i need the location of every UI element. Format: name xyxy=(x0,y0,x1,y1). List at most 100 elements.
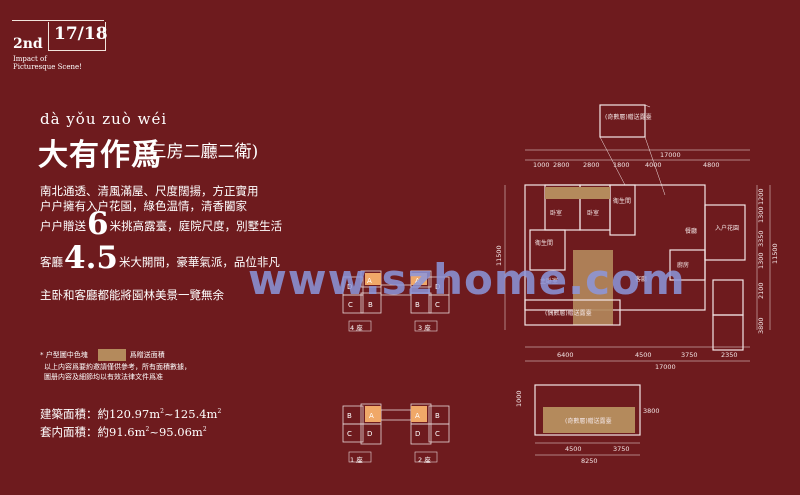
desc-line-4-post: 米大開間，豪華氣派，品位非凡 xyxy=(118,255,280,269)
sup-1: 2 xyxy=(160,408,164,416)
svg-text:B: B xyxy=(368,301,373,309)
lower-balcony xyxy=(534,384,641,436)
desc-line-4-big: 4.5 xyxy=(64,240,118,276)
svg-text:A: A xyxy=(367,277,372,285)
desc-line-4-pre: 客廳 xyxy=(40,255,63,269)
key-plan-label-2: 2 座 xyxy=(418,456,431,464)
svg-text:B: B xyxy=(347,412,352,420)
legend-row: * 户型圖中色塊 爲贈送面積 xyxy=(40,349,165,361)
room-even-balcony: (偶數層)贈送露臺 xyxy=(545,309,592,317)
desc-line-3-big: 6 xyxy=(87,206,109,242)
key-plan-bottom-highlight xyxy=(365,406,381,422)
top-dim-2: 2800 xyxy=(553,161,570,169)
floor-plan: (奇數層)贈送露臺 17000 1000 2800 2800 1800 4000… xyxy=(495,104,779,465)
room-bath-1: 衛生間 xyxy=(613,197,631,205)
key-plan-top: D A C B A D B C xyxy=(342,270,450,332)
desc-line-1: 南北通透、清風滿屋、尺度闊揚，方正實用 xyxy=(40,184,259,198)
watermark: www.szhome.com xyxy=(248,255,686,304)
desc-line-3-post: 米挑高露臺，庭院尺度，別墅生活 xyxy=(109,219,283,233)
right-dim-2: 1300 xyxy=(757,206,765,223)
room-bedroom-1: 卧室 xyxy=(550,209,562,217)
room-bedroom-2: 卧室 xyxy=(587,209,599,217)
sup-4: 2 xyxy=(202,426,207,434)
desc-line-5: 主卧和客廳都能將園林美景一覽無余 xyxy=(40,288,224,302)
key-plan-bottom: B A A B C D D C xyxy=(342,403,450,463)
svg-text:D: D xyxy=(347,283,352,291)
desc-line-3-pre: 户户贈送 xyxy=(40,219,86,233)
top-dim-3: 2800 xyxy=(583,161,600,169)
room-dining: 餐廳 xyxy=(685,227,697,235)
legend-note-1: 以上内容爲要約邀請僅供參考，所有面積數據， xyxy=(44,363,191,371)
left-dim: 11500 xyxy=(495,245,503,266)
right-dim-4: 1300 xyxy=(757,252,765,269)
right-dim-3: 3350 xyxy=(757,230,765,247)
top-balcony xyxy=(599,104,646,138)
bottom-dim-4: 2350 xyxy=(721,351,738,359)
room-label-top-balcony-1: (奇數層)贈送露臺 xyxy=(605,113,652,121)
svg-text:D: D xyxy=(415,430,420,438)
key-plan-label-3: 3 座 xyxy=(418,324,431,332)
desc-line-3: 户户贈送6米挑高露臺，庭院尺度，別墅生活 xyxy=(40,209,283,240)
page-title: 大有作爲 xyxy=(38,138,162,173)
bottom-dim-3: 3750 xyxy=(681,351,698,359)
top-total-dim: 17000 xyxy=(660,151,681,159)
room-master: 主卧室 xyxy=(540,277,558,285)
room-entry-garden: 入户花園 xyxy=(715,224,739,232)
svg-text:B: B xyxy=(415,301,420,309)
header-subtitle-2: Picturesque Scene! xyxy=(13,63,82,71)
right-dim-6: 3800 xyxy=(757,317,765,334)
sup-2: 2 xyxy=(217,408,222,416)
page-number: 17/18 xyxy=(54,24,108,44)
legend-note-2: 圖册内容及細節均以有效法律文件爲准 xyxy=(44,373,163,381)
svg-text:B: B xyxy=(435,412,440,420)
top-dim-4: 1800 xyxy=(613,161,630,169)
room-odd-balcony: (奇數層)贈送露臺 xyxy=(565,417,612,425)
lower-dim-2: 3750 xyxy=(613,445,630,453)
legend-swatch-label: 爲贈送面積 xyxy=(129,351,165,359)
built-area-label: 建築面積： xyxy=(40,407,98,421)
svg-text:D: D xyxy=(435,283,440,291)
room-living: 客廳 xyxy=(635,275,647,283)
lower-dim-1: 4500 xyxy=(565,445,582,453)
legend-bullet: * 户型圖中色塊 xyxy=(40,351,88,359)
lower-dim-right: 3800 xyxy=(643,407,660,415)
svg-text:D: D xyxy=(367,430,372,438)
gift-area-even-balcony xyxy=(573,250,613,325)
key-plan-top-highlight xyxy=(365,273,381,285)
header-rule xyxy=(12,20,104,21)
inner-area-value: 約91.6m xyxy=(97,425,146,439)
inner-area: 套内面積：約91.6m2~95.06m2 xyxy=(40,424,207,440)
bottom-dim-1: 6400 xyxy=(557,351,574,359)
right-dim-1: 1200 xyxy=(757,188,765,205)
svg-text:C: C xyxy=(348,301,353,309)
desc-line-2: 户户擁有入户花園，綠色温情，清香闔家 xyxy=(40,199,247,213)
room-bath-2: 衛生間 xyxy=(535,239,553,247)
bottom-total-dim: 17000 xyxy=(655,363,676,371)
page-number-box xyxy=(48,22,106,51)
header-subtitle-1: Impact of xyxy=(13,55,47,63)
svg-text:C: C xyxy=(435,430,440,438)
title-pinyin: dà yǒu zuò wéi xyxy=(40,110,168,128)
built-area-value2: ~125.4m xyxy=(163,407,218,421)
sup-3: 2 xyxy=(145,426,150,434)
top-dim-5: 4000 xyxy=(645,161,662,169)
lower-dim-total: 8250 xyxy=(581,457,598,465)
room-kitchen: 廚房 xyxy=(677,261,689,269)
top-dim-1: 1000 xyxy=(533,161,550,169)
svg-text:A: A xyxy=(369,412,374,420)
gift-area-bedrooms xyxy=(545,187,610,199)
built-area: 建築面積：約120.97m2~125.4m2 xyxy=(40,406,221,422)
page-subtitle: (三房二廳二衛) xyxy=(143,142,259,162)
svg-text:C: C xyxy=(347,430,352,438)
svg-text:A: A xyxy=(415,412,420,420)
header-ordinal: 2nd xyxy=(13,36,43,52)
inner-area-label: 套内面積： xyxy=(40,425,98,439)
bottom-dim-2: 4500 xyxy=(635,351,652,359)
gift-area-odd-balcony xyxy=(543,407,635,433)
top-dim-6: 4800 xyxy=(703,161,720,169)
desc-line-4: 客廳4.5米大開間，豪華氣派，品位非凡 xyxy=(40,243,280,274)
key-plan-label-1: 1 座 xyxy=(350,456,363,464)
right-dim-total: 11500 xyxy=(771,243,779,264)
key-plan-label-4: 4 座 xyxy=(350,324,363,332)
lower-dim-left: 1000 xyxy=(515,390,523,407)
